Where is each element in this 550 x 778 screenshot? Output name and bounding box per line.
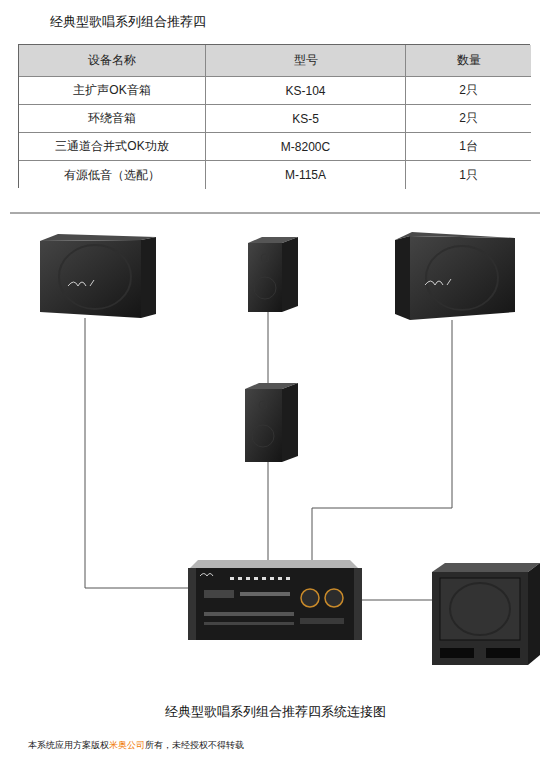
slider-row	[240, 592, 290, 596]
table-cell: KS-5	[206, 105, 406, 133]
speaker-front	[40, 240, 141, 318]
rack-ear	[188, 568, 196, 640]
speaker-grille	[59, 245, 131, 309]
table-cell: M-8200C	[206, 133, 406, 161]
slider-row	[204, 612, 294, 616]
tweeter	[261, 254, 269, 262]
amplifier-top	[190, 560, 358, 568]
subwoofer-grille	[440, 578, 520, 640]
speaker-front	[245, 389, 282, 462]
speaker-top	[40, 234, 156, 241]
speaker-front	[248, 243, 282, 312]
brand-logo	[200, 574, 213, 577]
table-cell: 1台	[406, 133, 531, 161]
table-text: 有源低音（选配）	[64, 167, 160, 184]
volume-knob	[301, 589, 319, 607]
woofer	[450, 583, 510, 635]
speaker-side	[141, 237, 156, 318]
table-cell: 有源低音（选配）	[19, 161, 206, 189]
button	[270, 577, 274, 580]
button	[230, 577, 234, 580]
speaker-front	[410, 236, 515, 320]
bass-port	[440, 648, 474, 658]
table-text: M-8200C	[281, 140, 330, 154]
subwoofer-top	[432, 563, 540, 572]
subwoofer-front	[432, 572, 528, 665]
button	[238, 577, 242, 580]
table-cell: 三通道合并式OK功放	[19, 133, 206, 161]
speaker-wire	[312, 320, 452, 560]
subwoofer-wire	[362, 600, 432, 601]
table-text: 1只	[459, 167, 478, 184]
caption: 经典型歌唱系列组合推荐四系统连接图	[0, 703, 550, 721]
table-text: 2只	[459, 110, 478, 127]
button-row	[230, 577, 290, 580]
separator-line	[10, 213, 540, 214]
copyright-text: 本系统应用方案版权	[28, 740, 109, 750]
copyright-text: 所有，未经授权不得转载	[145, 740, 244, 750]
table-cell: 2只	[406, 105, 531, 133]
button	[286, 577, 290, 580]
button	[246, 577, 250, 580]
speaker-wire	[268, 462, 269, 560]
page-title: 经典型歌唱系列组合推荐四	[50, 13, 206, 31]
table-text: 三通道合并式OK功放	[55, 138, 168, 155]
table-text: 型号	[294, 52, 318, 69]
display	[204, 590, 234, 598]
table-header-cell: 型号	[206, 45, 406, 77]
input-jacks	[300, 618, 344, 624]
table-cell: 1只	[406, 161, 531, 189]
table-text: 2只	[459, 82, 478, 99]
tweeter	[259, 401, 267, 409]
button	[254, 577, 258, 580]
subwoofer-side	[528, 563, 540, 665]
table-cell: 2只	[406, 77, 531, 105]
table-text: KS-104	[285, 84, 325, 98]
table-cell: 环绕音箱	[19, 105, 206, 133]
table-text: KS-5	[292, 112, 319, 126]
woofer	[254, 277, 276, 299]
volume-knob	[325, 589, 343, 607]
table-cell: KS-104	[206, 77, 406, 105]
button	[278, 577, 282, 580]
table-text: M-115A	[285, 168, 326, 182]
speaker-grille	[426, 246, 498, 310]
copyright-note: 本系统应用方案版权米奥公司所有，未经授权不得转载	[28, 739, 244, 752]
speaker-wire	[268, 312, 269, 383]
table-cell: 主扩声OK音箱	[19, 77, 206, 105]
speaker-side	[282, 237, 298, 312]
woofer	[252, 425, 274, 447]
speaker-side	[282, 383, 298, 462]
table-cell: M-115A	[206, 161, 406, 189]
brand-logo	[425, 279, 451, 285]
brand-logo	[68, 280, 94, 286]
speaker-wire	[85, 318, 188, 588]
table-text: 数量	[457, 52, 481, 69]
rack-ear	[354, 568, 362, 640]
button	[262, 577, 266, 580]
table-text: 主扩声OK音箱	[73, 82, 150, 99]
bass-port	[486, 648, 520, 658]
table-header-cell: 设备名称	[19, 45, 206, 77]
table-text: 环绕音箱	[88, 110, 136, 127]
table-text: 设备名称	[88, 52, 136, 69]
copyright-text: 米奥公司	[109, 740, 145, 750]
speaker-side	[395, 236, 410, 320]
table-frame: 设备名称型号数量主扩声OK音箱KS-1042只环绕音箱KS-52只三通道合并式O…	[18, 44, 530, 188]
amplifier-front	[196, 568, 354, 640]
table-text: 1台	[459, 138, 478, 155]
slider-row	[204, 622, 294, 625]
table-header-cell: 数量	[406, 45, 531, 77]
